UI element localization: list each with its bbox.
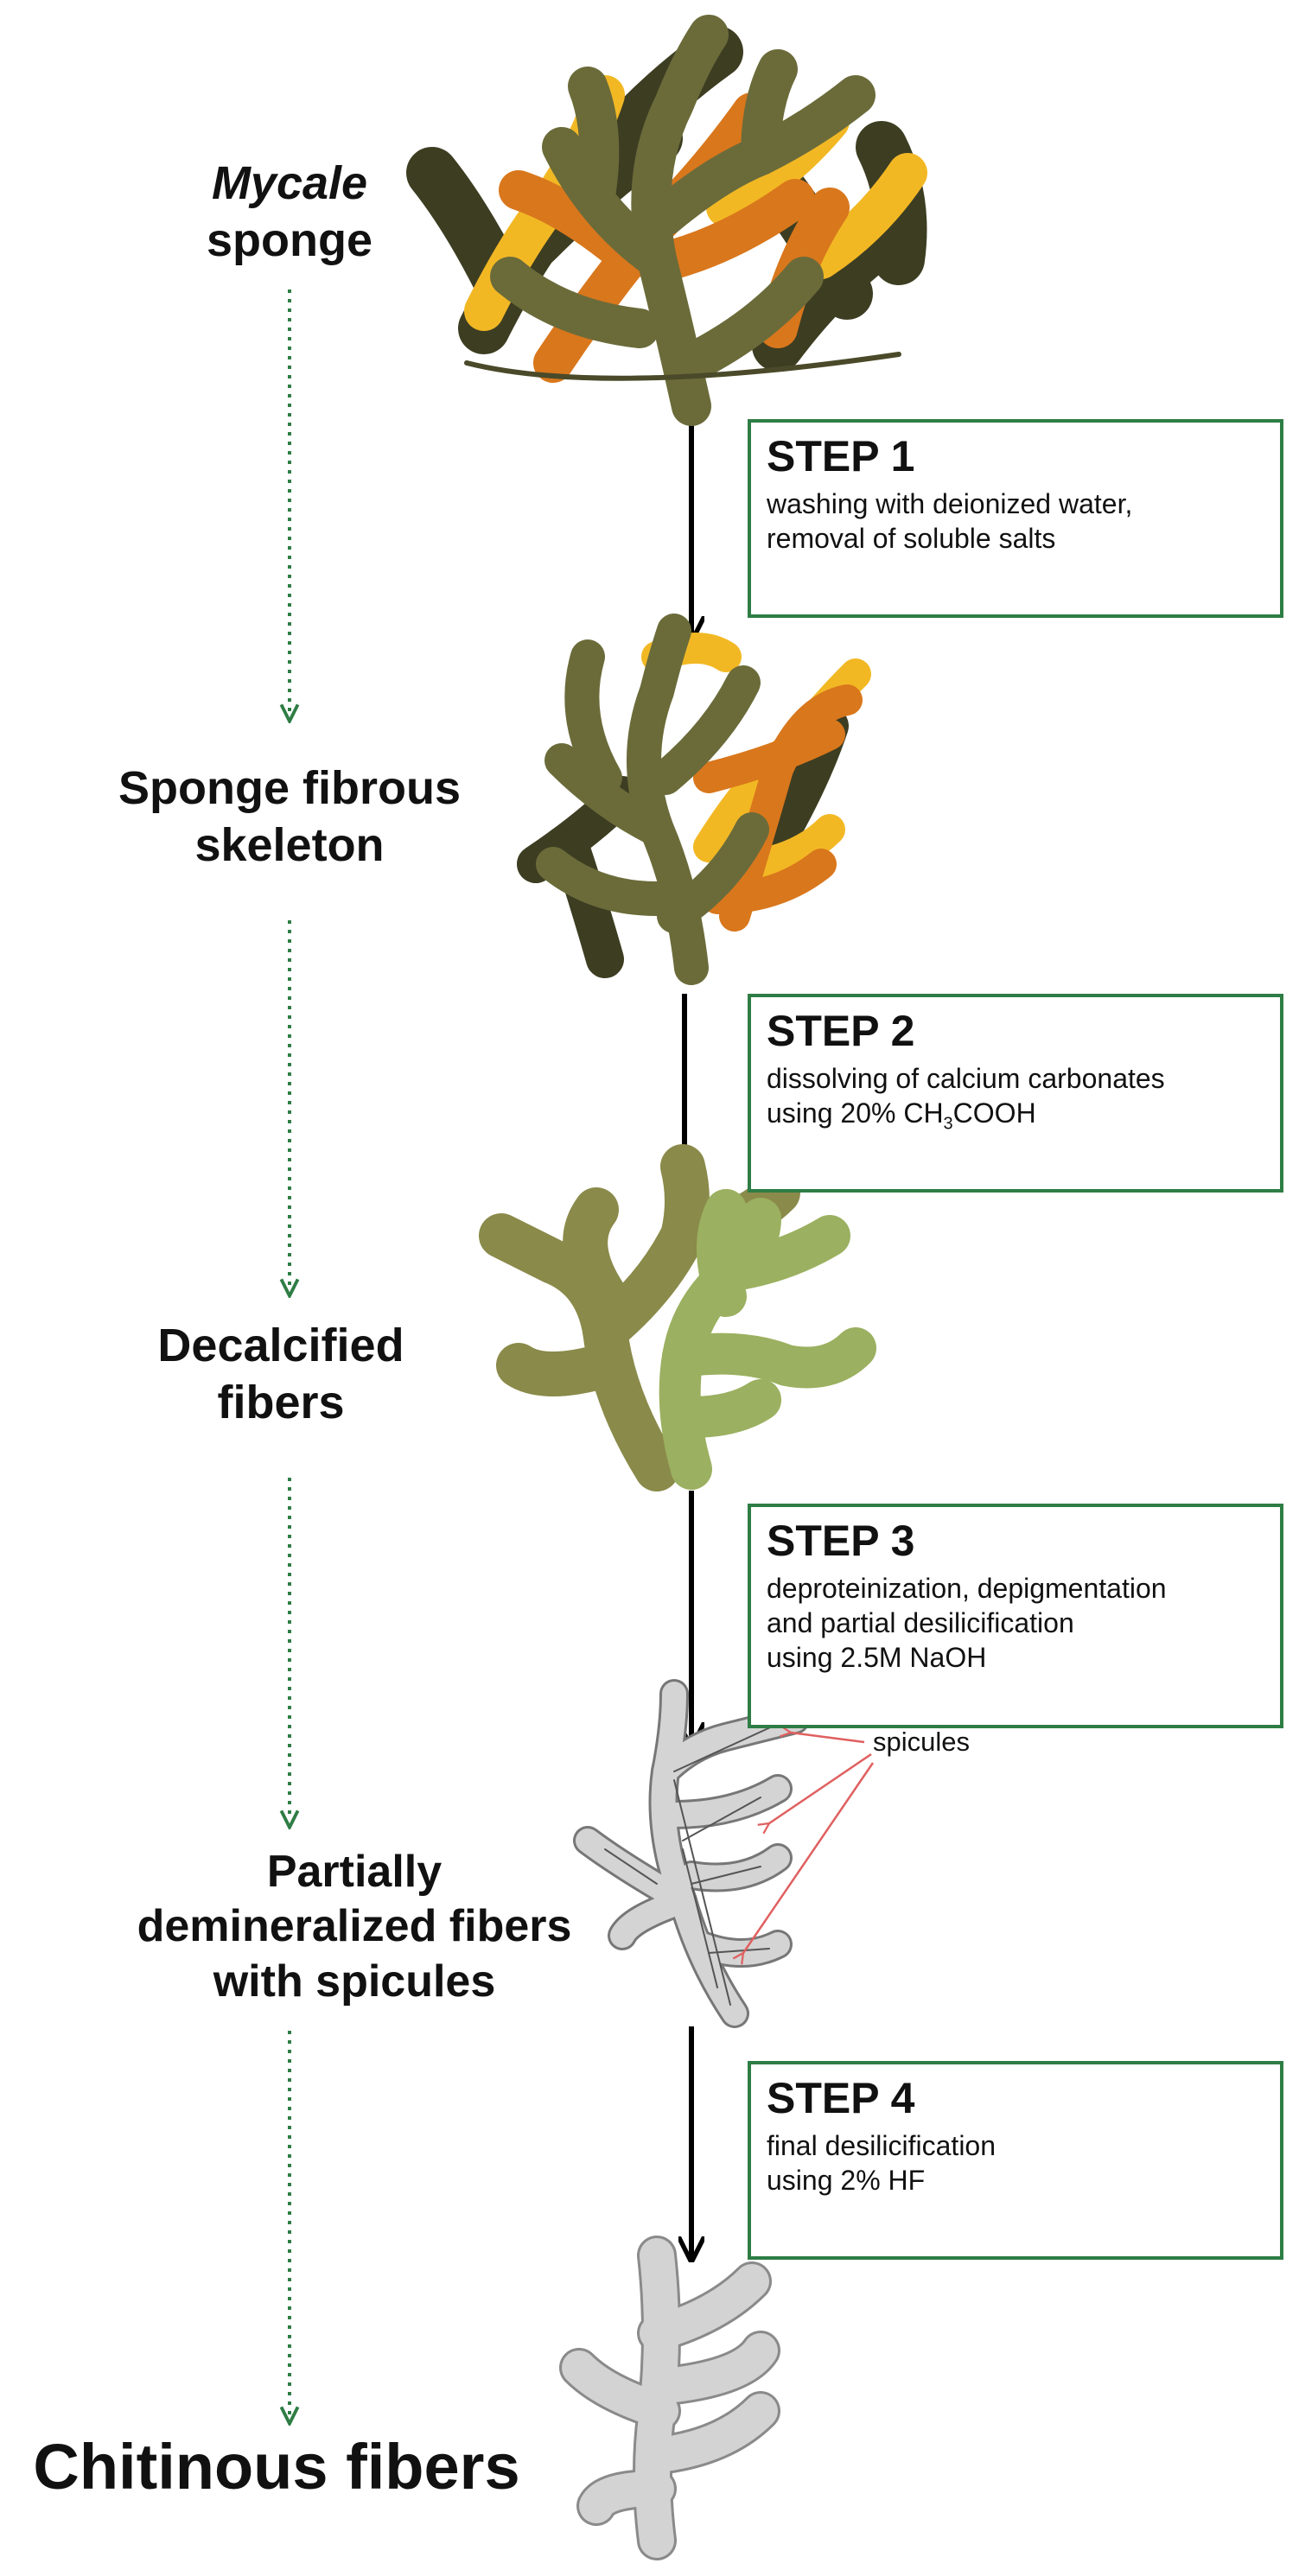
stage-label-partially-demineralized: Partially demineralized fibers with spic… (121, 1845, 588, 2009)
mycale-sponge-illustration (406, 15, 927, 426)
stage-label-partial-line-1: Partially (266, 1847, 443, 1897)
partially-demineralized-fibers-illustration (573, 1679, 810, 2028)
spicules-callout-label: spicules (873, 1727, 970, 1757)
step-1-title: STEP 1 (767, 432, 915, 480)
step-2-box: STEP 2 dissolving of calcium carbonates … (748, 994, 1283, 1193)
step-2-line-1: dissolving of calcium carbonates (767, 1063, 1165, 1094)
stage-label-skeleton-line-2: skeleton (194, 818, 385, 871)
step-2-line-2-suffix: COOH (952, 1097, 1036, 1129)
stage-label-partial-line-2: demineralized fibers (137, 1901, 572, 1952)
decalcified-fibers-illustration (479, 1144, 876, 1492)
step-1-box: STEP 1 washing with deionized water, rem… (748, 419, 1283, 618)
chitinous-fibers-illustration (559, 2236, 780, 2560)
spicules-callout-arrows (743, 1733, 875, 1953)
step-3-line-2: and partial desilicification (767, 1607, 1074, 1638)
stage-label-decalcified-fibers: Decalcified fibers (86, 1318, 475, 1432)
step-2-line-2-prefix: using 20% CH (767, 1097, 944, 1129)
stage-label-decalcified-line-1: Decalcified (157, 1320, 404, 1371)
step-2-title: STEP 2 (767, 1007, 915, 1055)
step-3-line-3: using 2.5M NaOH (767, 1642, 987, 1673)
stage-label-fibrous-skeleton: Sponge fibrous skeleton (52, 760, 527, 875)
step-2-line-2-subscript: 3 (943, 1114, 953, 1134)
stage-label-skeleton-line-1: Sponge fibrous (118, 762, 461, 814)
stage-label-chitinous-fibers: Chitinous fibers (0, 2428, 553, 2506)
stage-label-mycale-line-2: sponge (206, 213, 373, 266)
stage-label-chitinous-line-1: Chitinous fibers (33, 2431, 520, 2503)
step-4-title: STEP 4 (767, 2074, 915, 2122)
step-1-line-1: washing with deionized water, (767, 488, 1133, 519)
stage-label-mycale-sponge: Mycale sponge (147, 156, 432, 270)
fibrous-skeleton-illustration (517, 614, 871, 985)
step-3-title: STEP 3 (767, 1517, 915, 1565)
stage-label-mycale-line-1: Mycale (211, 157, 368, 209)
step-3-line-1: deproteinization, depigmentation (767, 1573, 1167, 1604)
step-4-box: STEP 4 final desilicification using 2% H… (748, 2061, 1283, 2260)
stage-label-decalcified-line-2: fibers (217, 1376, 345, 1428)
step-4-line-2: using 2% HF (767, 2165, 926, 2196)
stage-label-partial-line-3: with spicules (213, 1956, 496, 2007)
step-4-line-1: final desilicification (767, 2130, 997, 2161)
step-3-box: STEP 3 deproteinization, depigmentation … (748, 1504, 1283, 1728)
step-2-line-2: using 20% CH3COOH (767, 1096, 1280, 1134)
step-1-line-2: removal of soluble salts (767, 523, 1056, 554)
